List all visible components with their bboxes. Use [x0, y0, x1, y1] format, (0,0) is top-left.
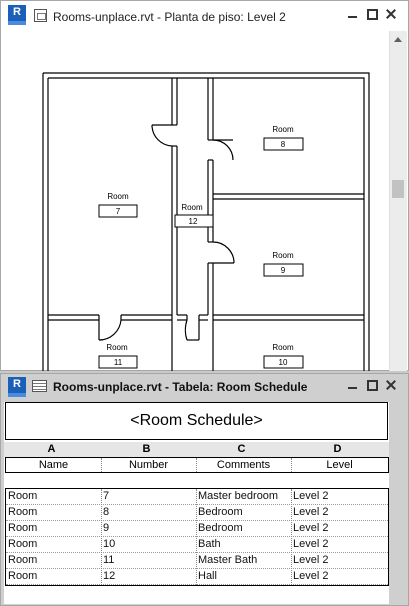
- table-row[interactable]: Room 10 Bath Level 2: [6, 537, 388, 553]
- column-letter-bar: A B C D: [4, 442, 389, 457]
- column-divider: [196, 489, 197, 585]
- cell-level[interactable]: Level 2: [293, 522, 329, 534]
- room-tag-number: 9: [281, 266, 286, 275]
- room-tag-number: 11: [114, 358, 123, 367]
- column-letter-b[interactable]: B: [142, 443, 151, 455]
- plan-vertical-scrollbar[interactable]: [389, 31, 407, 371]
- header-name[interactable]: Name: [38, 459, 69, 471]
- header-comments[interactable]: Comments: [216, 459, 271, 471]
- table-row[interactable]: Room 9 Bedroom Level 2: [6, 521, 388, 537]
- cell-level[interactable]: Level 2: [293, 490, 329, 502]
- room-tag-number: 12: [189, 217, 198, 226]
- room-tag-label: Room: [107, 192, 129, 201]
- cell-comments[interactable]: Bedroom: [198, 522, 243, 534]
- column-divider: [291, 458, 292, 472]
- room-tag-number: 10: [279, 358, 288, 367]
- room-tag-label: Room: [181, 203, 203, 212]
- column-header-row: Name Number Comments Level: [5, 457, 389, 473]
- floor-plan-window[interactable]: R Rooms-unplace.rvt - Planta de piso: Le…: [0, 0, 409, 371]
- maximize-icon[interactable]: [364, 6, 379, 21]
- plan-canvas[interactable]: Room 7 Room 8 Room 12 Room 9 Room 11 Roo…: [1, 31, 389, 371]
- schedule-table[interactable]: <Room Schedule> A B C D Name Number Comm…: [4, 402, 389, 604]
- table-row[interactable]: Room 11 Master Bath Level 2: [6, 553, 388, 569]
- cell-number[interactable]: 12: [103, 570, 116, 582]
- column-letter-c[interactable]: C: [237, 443, 246, 455]
- room-tag-number: 7: [116, 207, 121, 216]
- column-divider: [291, 489, 292, 585]
- plan-window-title: Rooms-unplace.rvt - Planta de piso: Leve…: [53, 10, 286, 24]
- cell-number[interactable]: 8: [103, 506, 110, 518]
- schedule-window-title: Rooms-unplace.rvt - Tabela: Room Schedul…: [53, 380, 308, 394]
- close-icon[interactable]: [383, 377, 398, 392]
- scrollbar-thumb[interactable]: [392, 180, 404, 198]
- room-tag-label: Room: [272, 125, 294, 134]
- cell-comments[interactable]: Bedroom: [198, 506, 243, 518]
- cell-level[interactable]: Level 2: [293, 554, 329, 566]
- cell-number[interactable]: 11: [103, 554, 115, 566]
- cell-number[interactable]: 7: [103, 490, 110, 502]
- cell-name[interactable]: Room: [8, 538, 38, 550]
- minimize-icon[interactable]: [345, 6, 360, 21]
- header-level[interactable]: Level: [326, 459, 353, 471]
- cell-comments[interactable]: Master bedroom: [198, 490, 279, 502]
- cell-comments[interactable]: Bath: [198, 538, 221, 550]
- column-divider: [101, 489, 102, 585]
- room-tag-label: Room: [272, 343, 294, 352]
- table-row[interactable]: Room 7 Master bedroom Level 2: [6, 489, 388, 505]
- room-tag-label: Room: [272, 251, 294, 260]
- revit-logo-icon: R: [8, 5, 26, 25]
- cell-name[interactable]: Room: [8, 570, 38, 582]
- floor-plan-icon: [34, 9, 47, 22]
- plan-title-bar[interactable]: R Rooms-unplace.rvt - Planta de piso: Le…: [1, 1, 408, 31]
- cell-name[interactable]: Room: [8, 490, 38, 502]
- cell-name[interactable]: Room: [8, 554, 38, 566]
- revit-logo-icon: R: [8, 377, 26, 397]
- schedule-icon: [32, 380, 47, 392]
- table-row[interactable]: Room 8 Bedroom Level 2: [6, 505, 388, 521]
- cell-level[interactable]: Level 2: [293, 506, 329, 518]
- column-letter-a[interactable]: A: [47, 443, 56, 455]
- scroll-up-arrow-icon[interactable]: [394, 37, 402, 42]
- column-divider: [196, 458, 197, 472]
- cell-level[interactable]: Level 2: [293, 538, 329, 550]
- room-tag-number: 8: [281, 140, 286, 149]
- schedule-window[interactable]: R Rooms-unplace.rvt - Tabela: Room Sched…: [0, 373, 409, 606]
- cell-number[interactable]: 10: [103, 538, 116, 550]
- cell-comments[interactable]: Hall: [198, 570, 217, 582]
- schedule-title-bar[interactable]: R Rooms-unplace.rvt - Tabela: Room Sched…: [1, 374, 408, 400]
- cell-level[interactable]: Level 2: [293, 570, 329, 582]
- column-divider: [101, 458, 102, 472]
- cell-number[interactable]: 9: [103, 522, 110, 534]
- maximize-icon[interactable]: [364, 377, 379, 392]
- table-row[interactable]: Room 12 Hall Level 2: [6, 569, 388, 585]
- minimize-icon[interactable]: [345, 377, 360, 392]
- header-number[interactable]: Number: [128, 459, 169, 471]
- cell-name[interactable]: Room: [8, 506, 38, 518]
- column-letter-d[interactable]: D: [333, 443, 342, 455]
- schedule-title: <Room Schedule>: [5, 402, 388, 440]
- schedule-body: Room 7 Master bedroom Level 2 Room 8 Bed…: [5, 488, 389, 586]
- cell-comments[interactable]: Master Bath: [198, 554, 258, 566]
- room-tag-label: Room: [106, 343, 128, 352]
- floor-plan-drawing: Room 7 Room 8 Room 12 Room 9 Room 11 Roo…: [42, 72, 370, 371]
- close-icon[interactable]: [383, 6, 398, 21]
- cell-name[interactable]: Room: [8, 522, 38, 534]
